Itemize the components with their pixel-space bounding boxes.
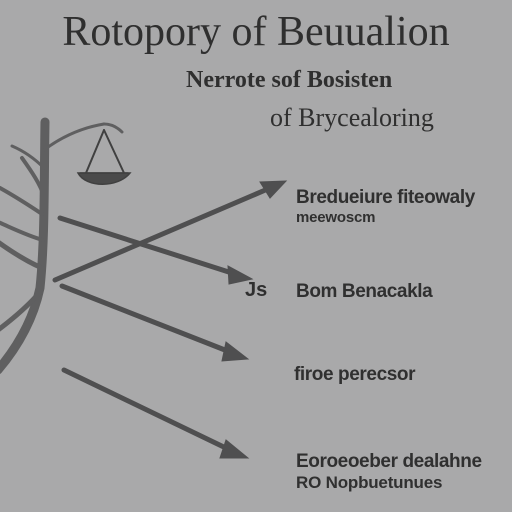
bare-tree-icon <box>0 117 124 375</box>
arrow-to-label-1 <box>52 185 273 283</box>
arrow-head-4 <box>219 439 250 459</box>
arrow-to-label-3 <box>59 283 233 355</box>
arrow-head-3 <box>221 341 250 362</box>
arrows <box>52 180 288 459</box>
arrow-head-1 <box>259 180 288 199</box>
arrow-to-label-4 <box>61 367 233 453</box>
arrow-marker: Js <box>245 279 268 301</box>
diagram-title: Rotopory of Beuualion <box>62 9 450 55</box>
label-4-line-1: Eoroeoeber dealahne <box>296 451 482 472</box>
label-2: Bom Benacakla <box>296 281 433 303</box>
label-2-line-1: Bom Benacakla <box>296 281 433 302</box>
arrow-to-label-2 <box>57 215 238 277</box>
label-4: Eoroeoeber dealahne RO Nopbuetunues <box>296 451 482 492</box>
diagram-subtitle-1: Nerrote sof Bosisten <box>186 67 393 93</box>
label-1-line-1: Bredueiure fiteowaly <box>296 187 475 208</box>
label-4-line-2: RO Nopbuetunues <box>296 473 443 492</box>
arrow-head-2 <box>227 265 254 285</box>
label-1: Bredueiure fiteowaly meewoscm <box>296 187 475 227</box>
balance-scale-icon <box>76 129 132 185</box>
diagram-subtitle-2: of Brycealoring <box>270 103 434 132</box>
label-1-line-2: meewoscm <box>296 209 376 226</box>
label-3-line-1: firoe perecsor <box>294 364 416 385</box>
label-3: firoe perecsor <box>294 364 416 386</box>
